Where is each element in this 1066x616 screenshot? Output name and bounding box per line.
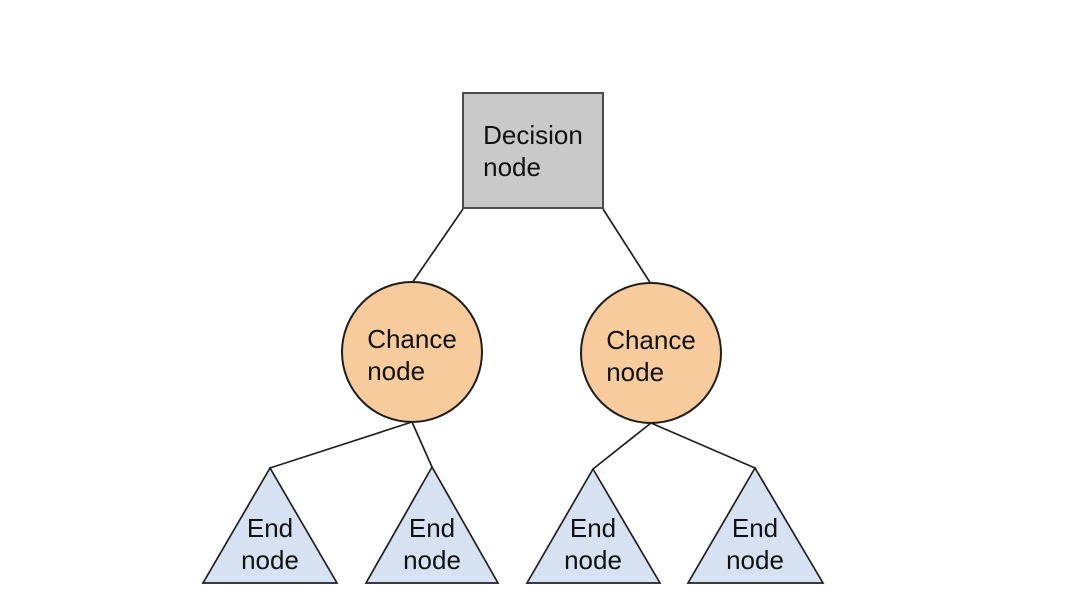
edge-right-chance-to-end-4 — [650, 422, 756, 469]
chance-node-shape-left — [341, 281, 483, 423]
edge-left-chance-to-end-1 — [269, 421, 413, 469]
edge-right-chance-to-end-3 — [592, 422, 652, 470]
chance-node-shape-right — [580, 282, 722, 424]
decision-node-shape — [462, 92, 604, 209]
edge-left-chance-to-end-2 — [411, 421, 433, 468]
edge-decision-to-right-chance — [602, 208, 652, 285]
end-node-shape-3 — [525, 467, 662, 584]
edge-decision-to-left-chance — [411, 208, 464, 284]
end-node-shape-2 — [364, 465, 500, 584]
end-node-shape-1 — [201, 466, 339, 584]
end-node-shape-4 — [686, 466, 825, 584]
